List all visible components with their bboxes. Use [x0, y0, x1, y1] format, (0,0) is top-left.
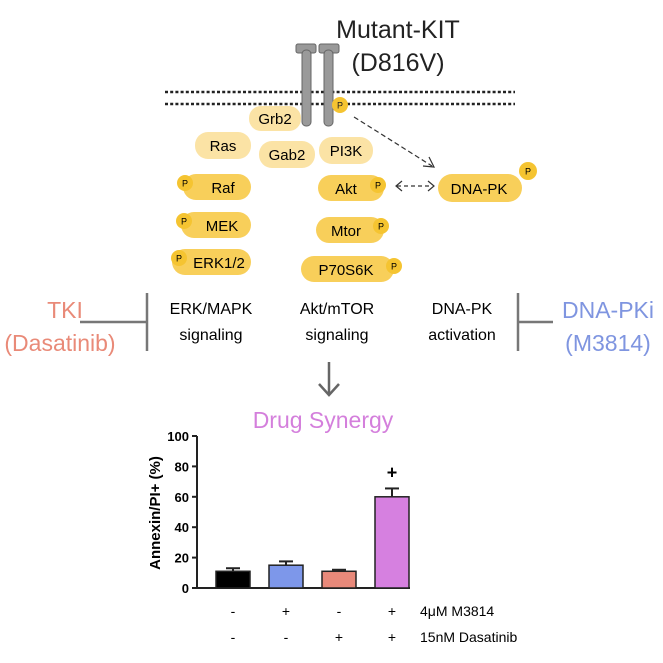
- apoptosis-bar-chart: Annexin/PI+ (%) 0 20 40 60 80 100 + - + - +4μM M38…: [147, 429, 517, 645]
- svg-text:Akt: Akt: [335, 181, 358, 198]
- erk-pathway-label: ERK/MAPK: [170, 301, 253, 318]
- akt-pathway-label: Akt/mTOR: [300, 301, 374, 318]
- kit-receptor: [295, 43, 340, 127]
- receptor-mutation: (D816V): [351, 49, 444, 77]
- bar: [321, 570, 357, 589]
- svg-text:ERK1/2: ERK1/2: [193, 255, 245, 272]
- svg-text:P: P: [375, 181, 381, 191]
- condition-mark: -: [231, 629, 236, 645]
- condition-label: 15nM Dasatinib: [420, 629, 517, 645]
- condition-mark: +: [335, 629, 343, 645]
- svg-text:P: P: [378, 222, 384, 232]
- tki-drug-label: (Dasatinib): [4, 330, 115, 356]
- svg-text:DNA-PK: DNA-PK: [451, 181, 508, 198]
- y-tick-label: 0: [182, 581, 189, 596]
- svg-text:Grb2: Grb2: [258, 111, 291, 128]
- akt-node: P Akt: [318, 175, 386, 201]
- svg-text:Raf: Raf: [211, 180, 235, 197]
- svg-text:PI3K: PI3K: [330, 143, 363, 160]
- dnapki-drug-label: (M3814): [565, 330, 651, 356]
- mtor-node: P Mtor: [316, 217, 389, 243]
- svg-text:P: P: [181, 217, 187, 227]
- significance-mark: +: [387, 462, 398, 482]
- cell-membrane: [165, 90, 515, 106]
- pi3k-node: PI3K: [319, 137, 373, 164]
- condition-label: 4μM M3814: [420, 603, 494, 619]
- bar: [215, 570, 251, 589]
- y-tick-label: 60: [175, 490, 189, 505]
- svg-text:P: P: [182, 179, 188, 189]
- svg-text:P: P: [176, 254, 182, 264]
- gab2-node: Gab2: [259, 141, 315, 168]
- condition-mark: +: [388, 603, 396, 619]
- svg-text:P: P: [525, 167, 531, 177]
- erk-pathway-label-line2: signaling: [179, 327, 242, 344]
- drug-synergy-label: Drug Synergy: [253, 407, 394, 433]
- svg-text:P: P: [337, 101, 343, 111]
- y-tick-label: 20: [175, 551, 189, 566]
- receptor-phospho-badge: P: [332, 97, 348, 113]
- svg-text:Mtor: Mtor: [331, 223, 361, 240]
- dnapk-pathway-label-line2: activation: [428, 327, 496, 344]
- down-arrow-icon: [318, 362, 340, 397]
- condition-mark: +: [282, 603, 290, 619]
- y-axis-label: Annexin/PI+ (%): [147, 456, 164, 570]
- bar: [268, 564, 304, 589]
- raf-node: P Raf: [177, 174, 251, 200]
- activation-arrow: [353, 116, 436, 168]
- p70s6k-node: P P70S6K: [301, 256, 402, 282]
- svg-text:MEK: MEK: [206, 218, 239, 235]
- tki-label: TKI: [47, 297, 83, 323]
- tki-inhibition-bar: [80, 293, 149, 351]
- dnapk-pathway-label: DNA-PK: [432, 301, 493, 318]
- condition-mark: +: [388, 629, 396, 645]
- dnapki-inhibition-bar: [516, 293, 553, 351]
- erk-node: P ERK1/2: [171, 249, 251, 275]
- bar: [374, 496, 410, 589]
- svg-text:P70S6K: P70S6K: [318, 262, 373, 279]
- grb2-node: Grb2: [249, 106, 301, 131]
- akt-dnapk-crosstalk-arrow: [395, 180, 435, 192]
- svg-text:P: P: [391, 262, 397, 272]
- akt-pathway-label-line2: signaling: [305, 327, 368, 344]
- ras-node: Ras: [195, 132, 251, 159]
- condition-mark: -: [284, 629, 289, 645]
- receptor-title: Mutant-KIT: [336, 16, 460, 44]
- dnapk-node: P DNA-PK: [438, 162, 537, 202]
- y-tick-label: 100: [167, 429, 189, 444]
- y-tick-label: 80: [175, 459, 189, 474]
- mek-node: P MEK: [176, 212, 251, 238]
- condition-mark: -: [337, 603, 342, 619]
- condition-mark: -: [231, 603, 236, 619]
- svg-text:Ras: Ras: [210, 138, 237, 155]
- svg-text:Gab2: Gab2: [269, 147, 306, 164]
- dnapki-label: DNA-PKi: [562, 297, 654, 323]
- y-tick-label: 40: [175, 520, 189, 535]
